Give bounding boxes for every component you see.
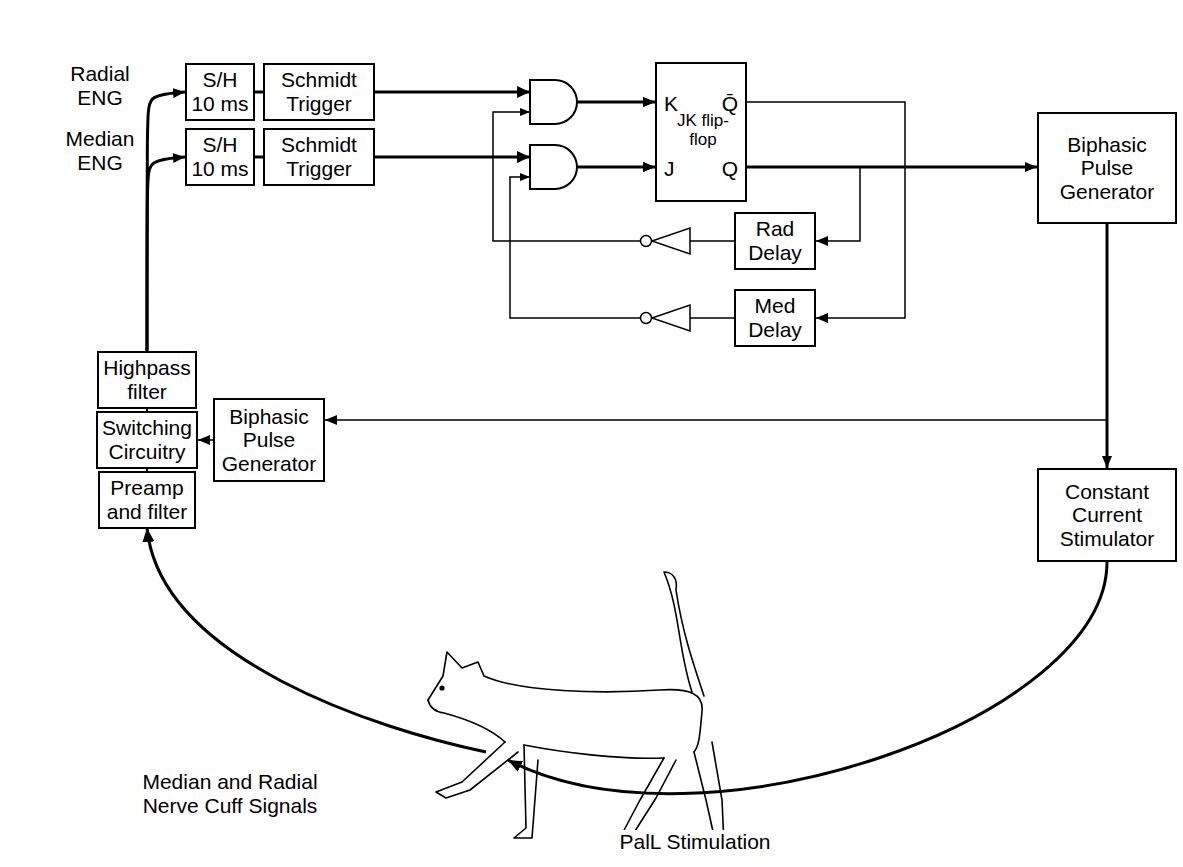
- process-box: S/H 10 ms: [185, 128, 255, 186]
- process-box: Highpass filter: [97, 351, 197, 409]
- signal-wire: [147, 92, 185, 351]
- pin-label: Q: [722, 157, 738, 181]
- process-box: Biphasic Pulse Generator: [1037, 112, 1177, 224]
- signal-wire: [147, 157, 185, 351]
- input-arrowhead: [520, 173, 530, 181]
- box-label: S/H 10 ms: [190, 68, 250, 115]
- signal-wire: [325, 224, 1107, 420]
- box-label: Biphasic Pulse Generator: [218, 405, 320, 476]
- signal-wire: [375, 92, 655, 102]
- signal-label: Radial ENG: [60, 62, 140, 109]
- process-box: S/H 10 ms: [185, 63, 255, 121]
- flip-flop-box: JK flip-flopK Q̄ J Q: [655, 62, 747, 202]
- and-gate: [530, 145, 577, 189]
- box-label: Constant Current Stimulator: [1042, 480, 1172, 551]
- box-label: Switching Circuitry: [101, 416, 193, 463]
- pin-label: K: [664, 92, 678, 116]
- process-box: Med Delay: [734, 289, 816, 347]
- box-label: Schmidt Trigger: [268, 133, 370, 180]
- box-label: JK flip-flop: [668, 111, 738, 149]
- cuff-signal-wire: [147, 528, 486, 752]
- process-box: Switching Circuitry: [96, 411, 198, 469]
- box-label: Biphasic Pulse Generator: [1042, 133, 1172, 204]
- input-arrowhead: [520, 108, 530, 116]
- signal-wire: [255, 156, 263, 159]
- pin-label: Q̄: [722, 92, 738, 116]
- signal-wire: [198, 439, 213, 441]
- and-gate: [530, 80, 577, 124]
- signal-label: Median and Radial Nerve Cuff Signals: [120, 770, 340, 817]
- input-arrowhead: [517, 151, 530, 163]
- signal-label: Median ENG: [60, 127, 140, 174]
- box-label: S/H 10 ms: [190, 133, 250, 180]
- process-box: Rad Delay: [734, 212, 816, 270]
- stimulation-wire: [508, 562, 1107, 794]
- signal-wire: [747, 102, 905, 318]
- signal-label: PalL Stimulation: [600, 830, 790, 854]
- process-box: Schmidt Trigger: [263, 63, 375, 121]
- inverter-bubble: [641, 313, 652, 324]
- box-label: Schmidt Trigger: [268, 68, 370, 115]
- pin-label: J: [664, 157, 675, 181]
- box-label: Med Delay: [739, 294, 811, 341]
- signal-wire: [375, 157, 655, 167]
- box-label: Rad Delay: [739, 217, 811, 264]
- input-arrowhead: [517, 86, 530, 98]
- process-box: Schmidt Trigger: [263, 128, 375, 186]
- process-box: Constant Current Stimulator: [1037, 468, 1177, 562]
- box-label: Preamp and filter: [103, 476, 191, 523]
- box-label: Highpass filter: [102, 356, 192, 403]
- process-box: Biphasic Pulse Generator: [213, 398, 325, 482]
- process-box: Preamp and filter: [98, 471, 196, 529]
- cat-illustration: [428, 572, 724, 844]
- signal-wire: [255, 91, 263, 94]
- inverter-symbol: [652, 305, 690, 331]
- inverter-bubble: [641, 236, 652, 247]
- inverter-symbol: [652, 228, 690, 254]
